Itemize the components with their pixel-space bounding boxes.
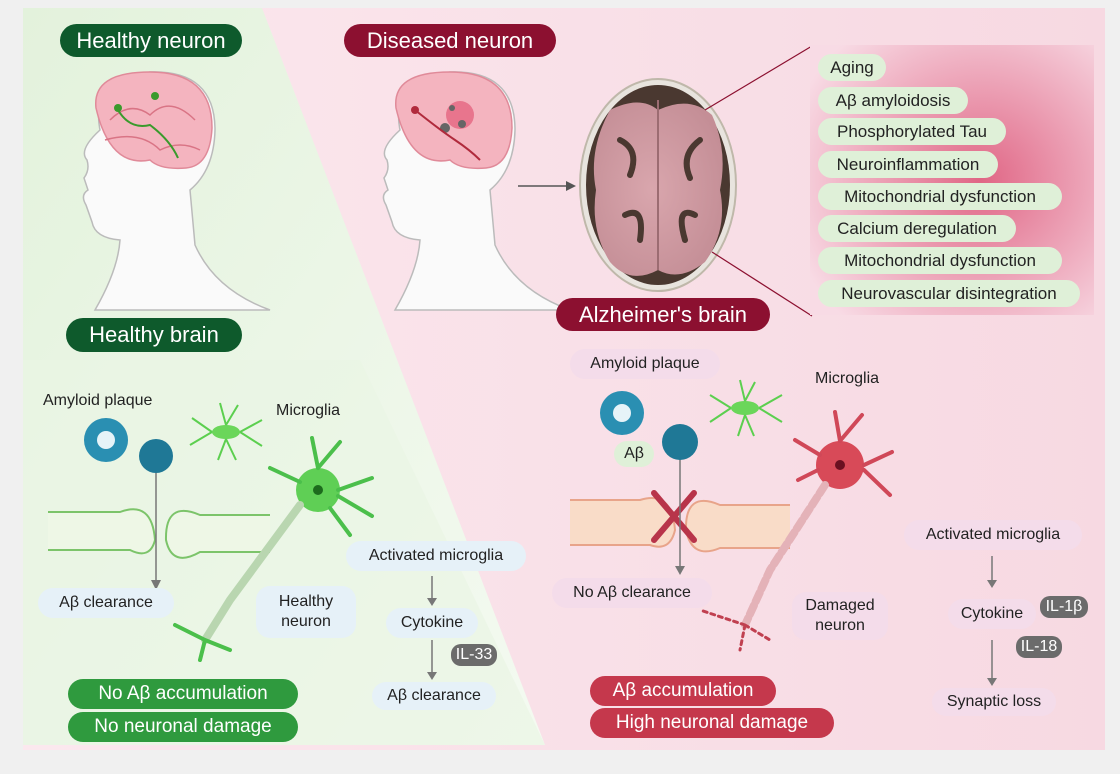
factor-item: Neuroinflammation (818, 151, 998, 178)
healthy-neuron-label-line2: neuron (281, 613, 331, 630)
factor-item: Mitochondrial dysfunction (818, 183, 1062, 210)
factor-item: Neurovascular disintegration (818, 280, 1080, 307)
diseased-microglia-label: Microglia (815, 370, 880, 387)
factor-item: Mitochondrial dysfunction (818, 247, 1062, 274)
healthy-neuron-icon (173, 436, 374, 662)
damaged-neuron-label-line2: neuron (815, 617, 865, 634)
factor-item: Calcium deregulation (818, 215, 1016, 242)
alzheimers-brain-illustration (579, 78, 737, 292)
factor-item: Phosphorylated Tau (818, 118, 1006, 145)
synaptic-loss-label: Synaptic loss (932, 688, 1056, 716)
il18-tag: IL-18 (1016, 636, 1062, 658)
healthy-result-clearance: Aβ clearance (372, 682, 496, 710)
damaged-neuron-icon (698, 410, 894, 652)
blocked-cross-icon (651, 490, 697, 543)
il33-tag: IL-33 (451, 644, 497, 666)
diseased-synapse-illustration (570, 497, 790, 553)
abeta-label: Aβ (614, 441, 654, 467)
healthy-clearance-label: Aβ clearance (38, 588, 174, 618)
healthy-microglia-label: Microglia (276, 402, 341, 419)
diseased-amyloid-plaque-icon (600, 391, 698, 460)
diseased-outcome-2: High neuronal damage (590, 708, 834, 738)
healthy-brain-label: Healthy brain (66, 318, 242, 352)
healthy-amyloid-label: Amyloid plaque (43, 392, 153, 409)
healthy-activated-microglia-label: Activated microglia (346, 541, 526, 571)
no-clearance-label: No Aβ clearance (552, 578, 712, 608)
healthy-synapse-illustration (48, 508, 270, 559)
diseased-neuron-title: Diseased neuron (344, 24, 556, 57)
factors-box (810, 45, 1094, 315)
diseased-amyloid-label: Amyloid plaque (570, 349, 720, 379)
healthy-neuron-title: Healthy neuron (60, 24, 242, 57)
diseased-cytokine-label: Cytokine (948, 599, 1036, 629)
healthy-neuron-label-line1: Healthy (278, 593, 334, 610)
healthy-outcome-2: No neuronal damage (68, 712, 298, 742)
damaged-neuron-label: Damaged neuron (792, 592, 888, 640)
healthy-outcome-1: No Aβ accumulation (68, 679, 298, 709)
healthy-cytokine-label: Cytokine (386, 608, 478, 638)
factor-item: Aging (818, 54, 886, 81)
alzheimers-brain-label: Alzheimer's brain (556, 298, 770, 331)
healthy-head-illustration (82, 71, 271, 311)
amyloid-plaque-icon (84, 418, 173, 473)
healthy-neuron-label: Healthy neuron (256, 586, 356, 638)
diseased-microglia-icon (709, 379, 783, 437)
il1b-tag: IL-1β (1040, 596, 1088, 618)
damaged-neuron-label-line1: Damaged (805, 597, 875, 614)
diseased-head-illustration (382, 71, 571, 311)
microglia-icon (189, 402, 263, 461)
factor-item: Aβ amyloidosis (818, 87, 968, 114)
diseased-activated-microglia-label: Activated microglia (904, 520, 1082, 550)
diseased-outcome-1: Aβ accumulation (590, 676, 776, 706)
